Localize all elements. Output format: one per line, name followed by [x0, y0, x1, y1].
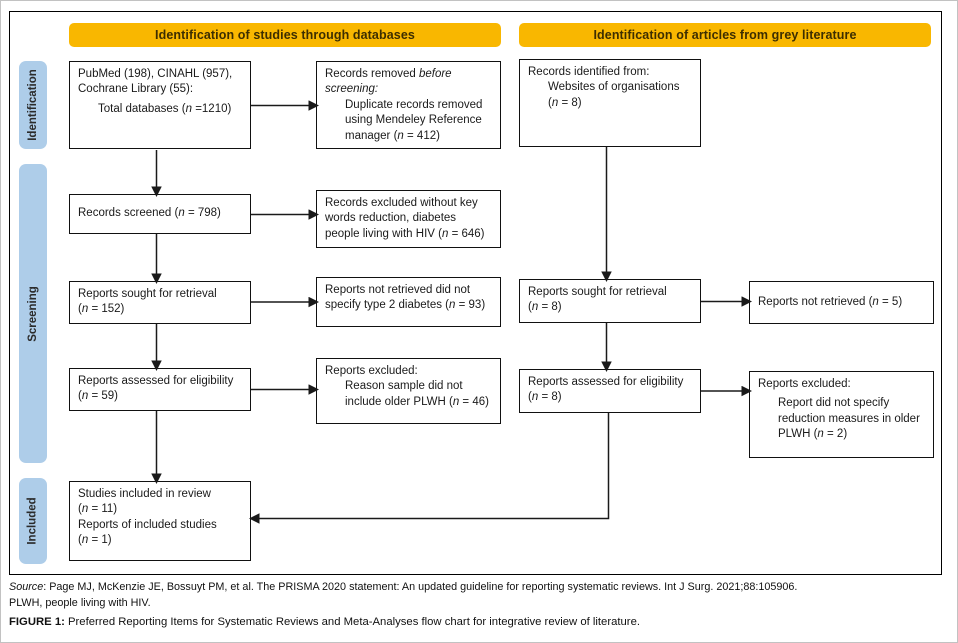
box-line: Records identified from:: [528, 66, 650, 78]
box-line: Reason sample did not include older PLWH…: [345, 380, 489, 408]
banner-databases-label: Identification of studies through databa…: [155, 28, 415, 42]
box-reports-not-retrieved-grey: Reports not retrieved (n = 5): [749, 281, 934, 324]
stage-label-included: Included: [27, 497, 39, 545]
box-line: Studies included in review: [78, 488, 211, 500]
stage-label-identification: Identification: [27, 69, 39, 141]
box-databases-identified: PubMed (198), CINAHL (957), Cochrane Lib…: [69, 61, 251, 149]
banner-grey-literature-label: Identification of articles from grey lit…: [593, 28, 857, 42]
box-line: Reports not retrieved (n = 5): [758, 295, 903, 308]
box-line: Reports excluded:: [758, 378, 851, 390]
box-grey-records-identified: Records identified from: Websites of org…: [519, 59, 701, 147]
box-studies-included: Studies included in review (n = 11) Repo…: [69, 481, 251, 561]
box-line: Reports of included studies: [78, 518, 217, 531]
box-reports-assessed-databases: Reports assessed for eligibility (n = 59…: [69, 368, 251, 411]
figure-caption-text: Preferred Reporting Items for Systematic…: [64, 616, 640, 628]
box-line: Cochrane Library (55):: [78, 83, 194, 96]
box-line: Total databases (n =1210): [98, 102, 232, 115]
stage-band-screening: Screening: [19, 164, 47, 463]
box-reports-not-retrieved-databases: Reports not retrieved did not specify ty…: [316, 277, 501, 327]
box-records-excluded: Records excluded without key words reduc…: [316, 190, 501, 248]
box-records-screened: Records screened (n = 798): [69, 194, 251, 234]
stage-band-identification: Identification: [19, 61, 47, 149]
box-line: Reports sought for retrieval: [528, 286, 667, 298]
box-reports-excluded-grey: Reports excluded: Report did not specify…: [749, 371, 934, 458]
box-reports-assessed-grey: Reports assessed for eligibility (n = 8): [519, 369, 701, 413]
box-records-removed: Records removed before screening: Duplic…: [316, 61, 501, 149]
stage-label-screening: Screening: [27, 285, 40, 342]
box-line: (n = 152): [78, 303, 125, 316]
box-line: (n = 1): [78, 534, 112, 547]
box-line: Duplicate records removed using Mendeley…: [345, 98, 483, 142]
box-line: Reports excluded:: [325, 365, 418, 377]
source-label: Source: [9, 581, 44, 593]
source-text: : Page MJ, McKenzie JE, Bossuyt PM, et a…: [43, 581, 798, 593]
figure-caption: FIGURE 1: Preferred Reporting Items for …: [9, 616, 640, 628]
box-line: Reports assessed for eligibility: [528, 376, 684, 388]
box-line: Records removed before screening:: [325, 68, 452, 96]
box-line: Reports assessed for eligibility: [78, 375, 234, 387]
box-line: Records screened (n = 798): [78, 207, 221, 220]
box-reports-sought-grey: Reports sought for retrieval (n = 8): [519, 279, 701, 323]
box-line: (n = 59): [78, 390, 118, 403]
box-line: Websites of organisations: [548, 81, 680, 94]
box-line: Report did not specify reduction measure…: [778, 397, 920, 441]
box-line: Records excluded without key words reduc…: [325, 197, 485, 240]
source-note: Source: Page MJ, McKenzie JE, Bossuyt PM…: [9, 581, 797, 593]
abbreviation-note: PLWH, people living with HIV.: [9, 597, 151, 609]
box-line: PubMed (198), CINAHL (957),: [78, 68, 233, 80]
box-line: Reports sought for retrieval: [78, 288, 217, 300]
box-line: Reports not retrieved did not specify ty…: [325, 284, 486, 312]
box-line: (n = 11): [78, 503, 118, 516]
stage-band-included: Included: [19, 478, 47, 564]
box-reports-sought-databases: Reports sought for retrieval (n = 152): [69, 281, 251, 324]
box-line: (n = 8): [528, 301, 562, 314]
box-line: (n = 8): [548, 96, 582, 109]
banner-grey-literature: Identification of articles from grey lit…: [519, 23, 931, 47]
banner-databases: Identification of studies through databa…: [69, 23, 501, 47]
box-line: (n = 8): [528, 391, 562, 404]
box-reports-excluded-databases: Reports excluded: Reason sample did not …: [316, 358, 501, 424]
figure-caption-label: FIGURE 1:: [9, 616, 65, 628]
